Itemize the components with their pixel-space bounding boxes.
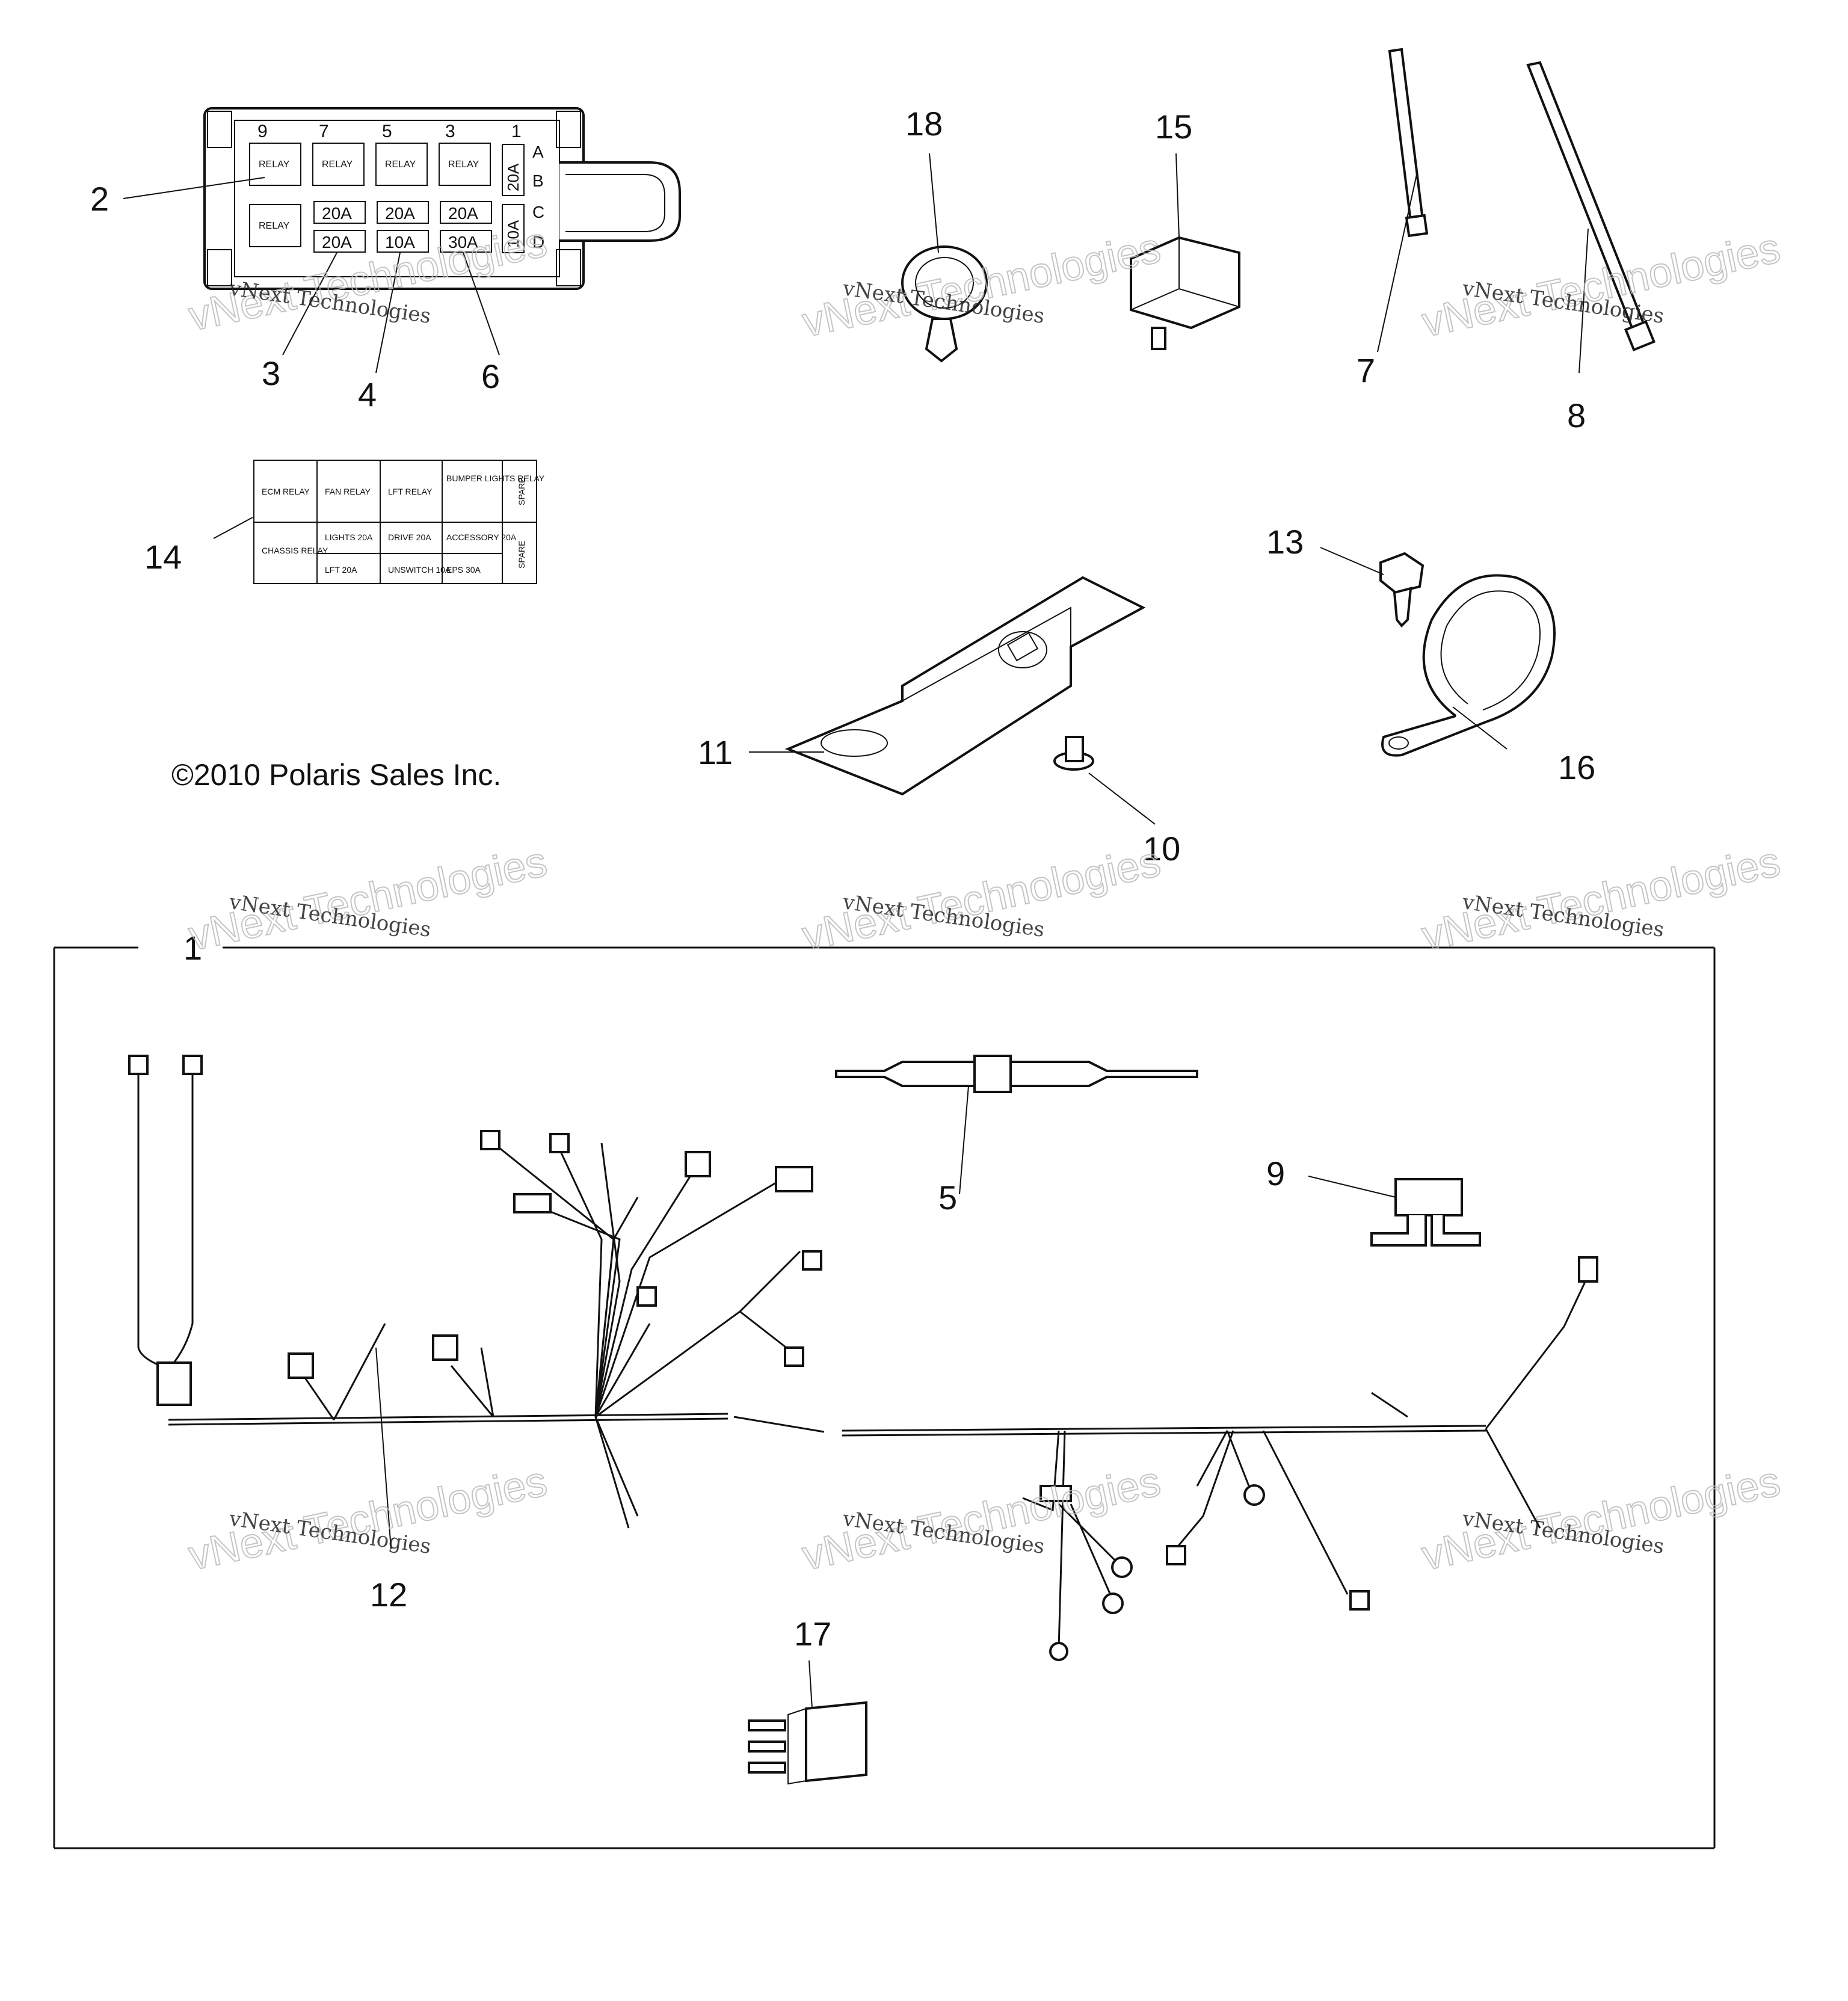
callout-15: 15 [1155,108,1192,146]
pos-c: C [532,203,544,221]
callout-13: 13 [1266,523,1304,561]
relay [748,1701,867,1785]
leader-lines [123,153,1589,1709]
inline-fuse-holder [835,1055,1198,1093]
fuse-value: 20A [504,163,522,191]
fuse-value: 20A [322,233,352,251]
copyright-text: ©2010 Polaris Sales Inc. [171,758,501,792]
label-cell: BUMPER LIGHTS RELAY [446,473,545,483]
fuse-value: 20A [322,204,352,223]
bolt [1379,552,1424,627]
fuse-value: 30A [448,233,478,251]
wire-harness [128,1055,1598,1661]
callout-8: 8 [1567,396,1586,434]
callout-18: 18 [905,105,943,143]
callout-numbers: 1 2 3 4 5 6 7 8 9 10 11 12 13 14 15 16 1… [90,105,1595,1653]
pos-d: D [532,233,544,251]
callout-10: 10 [1143,830,1180,868]
callout-4: 4 [358,375,377,413]
callout-7: 7 [1357,351,1375,389]
callout-2: 2 [90,180,109,218]
label-cell: DRIVE 20A [388,532,431,542]
relay-label: RELAY [259,159,290,170]
callout-14: 14 [144,538,182,576]
fuse-value: 20A [385,204,415,223]
label-cell: ECM RELAY [262,487,310,496]
callout-3: 3 [262,354,280,392]
label-cell: LIGHTS 20A [325,532,373,542]
label-cell: UNSWITCH 10A [388,565,451,575]
callout-6: 6 [481,357,500,395]
cable-tie-long [1526,61,1656,352]
pos-b: B [532,171,544,190]
label-cell: ACCESSORY 20A [446,532,517,542]
relay-label: RELAY [385,159,416,170]
push-rivet [1053,736,1094,771]
label-cell: SPARE [517,541,526,569]
label-cell: LFT RELAY [388,487,433,496]
mounting-bracket [784,576,1146,796]
cable-tie-short [1388,48,1429,238]
label-cell: CHASSIS RELAY [262,546,328,555]
relay-label: RELAY [448,159,479,170]
fuse-value: 20A [448,204,478,223]
watermarks: vNext Technologies vNext Technologies vN… [184,217,1785,1579]
harness-connector [1130,236,1240,350]
label-cell: LFT 20A [325,565,357,575]
harness-frame [53,946,1716,1849]
harness-clip [901,245,988,363]
label-cell: FAN RELAY [325,487,371,496]
pos-a: A [532,143,544,161]
callout-1: 1 [183,929,202,967]
pos-5: 5 [382,122,392,141]
fuse-label-sticker: ECM RELAY FAN RELAY LFT RELAY BUMPER LIG… [253,460,545,584]
callout-5: 5 [938,1179,957,1216]
pos-7: 7 [319,122,329,141]
callout-12: 12 [370,1576,407,1614]
label-cell: EPS 30A [446,565,481,575]
diode-module [1370,1178,1481,1247]
pos-1: 1 [511,122,522,141]
fuse-value: 10A [504,220,522,248]
callout-11: 11 [698,733,733,771]
fuse-value: 10A [385,233,415,251]
pos-9: 9 [257,122,268,141]
relay-label: RELAY [259,221,290,231]
label-cell: SPARE [517,478,526,505]
relay-label: RELAY [322,159,353,170]
callout-17: 17 [794,1615,831,1653]
callout-9: 9 [1266,1155,1285,1192]
fuse-box: 9 7 5 3 1 A B C D RELAY RELAY RELAY RELA… [203,107,681,290]
callout-16: 16 [1558,748,1595,786]
pos-3: 3 [445,122,455,141]
p-clamp [1381,574,1556,757]
